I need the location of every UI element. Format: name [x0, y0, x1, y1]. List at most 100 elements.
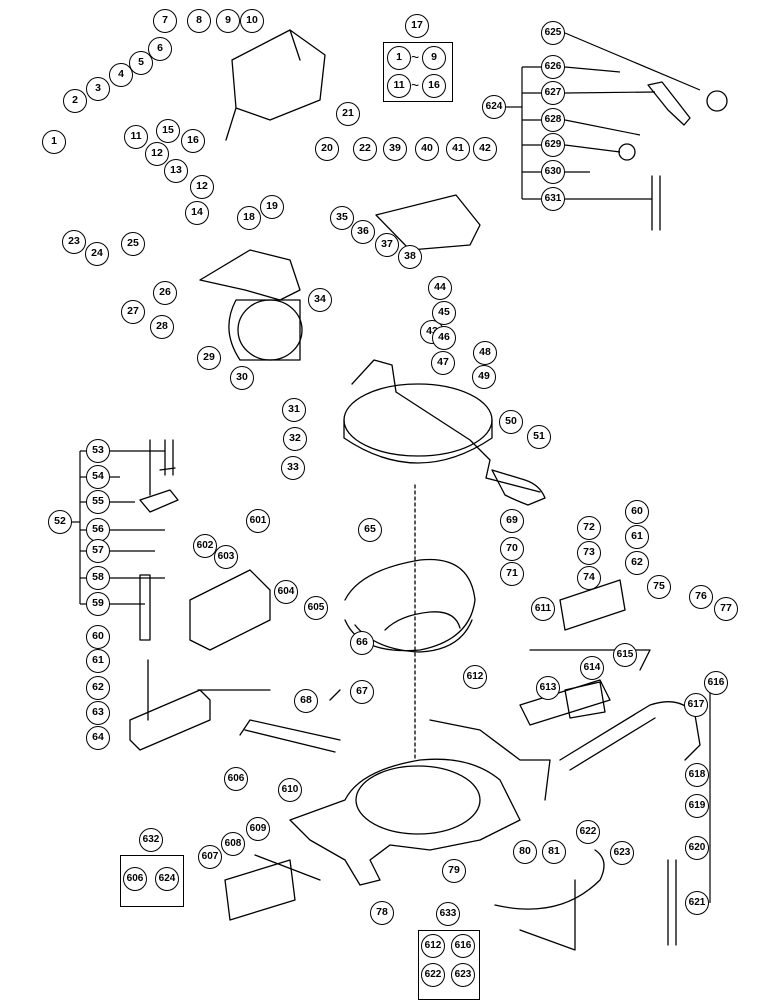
- leader-line: [564, 91, 656, 94]
- part-label-50: 50: [499, 410, 523, 434]
- part-label-613: 613: [536, 676, 560, 700]
- part-label-60: 60: [625, 500, 649, 524]
- part-label-37: 37: [375, 233, 399, 257]
- part-label-33: 33: [281, 456, 305, 480]
- part-label-60: 60: [86, 625, 110, 649]
- part-label-58: 58: [86, 566, 110, 590]
- part-label-620: 620: [685, 836, 709, 860]
- kit-item-16: 16: [422, 74, 446, 98]
- part-label-610: 610: [278, 778, 302, 802]
- kit-item-9: 9: [422, 46, 446, 70]
- part-label-31: 31: [282, 398, 306, 422]
- part-label-630: 630: [541, 160, 565, 184]
- part-label-3: 3: [86, 77, 110, 101]
- part-label-73: 73: [577, 541, 601, 565]
- part-label-601: 601: [246, 509, 270, 533]
- part-label-76: 76: [689, 585, 713, 609]
- part-label-47: 47: [431, 351, 455, 375]
- part-label-61: 61: [86, 649, 110, 673]
- part-label-38: 38: [398, 245, 422, 269]
- part-label-617: 617: [684, 693, 708, 717]
- part-label-57: 57: [86, 539, 110, 563]
- part-label-25: 25: [121, 232, 145, 256]
- sub-fence-drawing: [494, 849, 605, 910]
- motor-housing-drawing: [228, 299, 301, 361]
- kit-title-633: 633: [436, 902, 460, 926]
- part-label-21: 21: [336, 102, 360, 126]
- kit-item-1: 1: [387, 46, 411, 70]
- part-label-622: 622: [576, 820, 600, 844]
- part-label-24: 24: [85, 242, 109, 266]
- part-label-74: 74: [577, 566, 601, 590]
- part-label-604: 604: [274, 580, 298, 604]
- part-label-13: 13: [164, 159, 188, 183]
- part-label-48: 48: [473, 341, 497, 365]
- kit-item-11: 11: [387, 74, 411, 98]
- kit-title-632: 632: [139, 828, 163, 852]
- part-label-8: 8: [187, 9, 211, 33]
- part-label-79: 79: [442, 859, 466, 883]
- part-label-629: 629: [541, 133, 565, 157]
- part-label-54: 54: [86, 465, 110, 489]
- part-label-78: 78: [370, 901, 394, 925]
- part-label-16: 16: [181, 129, 205, 153]
- part-label-34: 34: [308, 288, 332, 312]
- part-label-1: 1: [42, 130, 66, 154]
- gearbox-drawing: [231, 29, 326, 121]
- part-label-27: 27: [121, 300, 145, 324]
- part-label-621: 621: [685, 891, 709, 915]
- leader-line: [564, 32, 701, 91]
- part-label-618: 618: [685, 763, 709, 787]
- part-label-36: 36: [351, 220, 375, 244]
- part-label-12: 12: [190, 175, 214, 199]
- part-label-23: 23: [62, 230, 86, 254]
- part-label-623: 623: [610, 841, 634, 865]
- leader-line: [564, 119, 641, 136]
- part-label-12: 12: [145, 142, 169, 166]
- kit-title-17: 17: [405, 14, 429, 38]
- part-label-612: 612: [463, 665, 487, 689]
- part-label-45: 45: [432, 301, 456, 325]
- part-label-605: 605: [304, 596, 328, 620]
- lever-drawing: [647, 81, 691, 126]
- part-label-77: 77: [714, 597, 738, 621]
- part-label-2: 2: [63, 89, 87, 113]
- spring-ring-drawing: [344, 558, 476, 652]
- part-label-64: 64: [86, 726, 110, 750]
- leader-line: [564, 66, 621, 73]
- part-label-72: 72: [577, 516, 601, 540]
- part-label-625: 625: [541, 21, 565, 45]
- bracket-drawing: [224, 859, 296, 921]
- part-label-611: 611: [531, 597, 555, 621]
- base-drawing: [289, 719, 551, 886]
- part-label-609: 609: [246, 817, 270, 841]
- part-label-603: 603: [214, 545, 238, 569]
- kit-item-623: 623: [451, 963, 475, 987]
- part-label-81: 81: [542, 840, 566, 864]
- part-label-65: 65: [358, 518, 382, 542]
- turntable-drawing: [343, 359, 541, 493]
- part-label-11: 11: [124, 125, 148, 149]
- handle-drawing: [139, 489, 179, 513]
- part-label-71: 71: [500, 562, 524, 586]
- kit-item-622: 622: [421, 963, 445, 987]
- left-fence-drawing: [189, 569, 271, 651]
- part-label-67: 67: [350, 680, 374, 704]
- part-label-22: 22: [353, 137, 377, 161]
- part-label-63: 63: [86, 701, 110, 725]
- rod-drawing: [239, 719, 341, 753]
- part-label-10: 10: [240, 9, 264, 33]
- part-label-39: 39: [383, 137, 407, 161]
- part-label-9: 9: [216, 9, 240, 33]
- part-label-619: 619: [685, 794, 709, 818]
- part-label-40: 40: [415, 137, 439, 161]
- part-label-75: 75: [647, 575, 671, 599]
- part-label-61: 61: [625, 525, 649, 549]
- kit-item-606: 606: [123, 867, 147, 891]
- part-label-62: 62: [86, 676, 110, 700]
- right-fence-drawing: [559, 579, 626, 631]
- part-label-614: 614: [580, 656, 604, 680]
- part-label-44: 44: [428, 276, 452, 300]
